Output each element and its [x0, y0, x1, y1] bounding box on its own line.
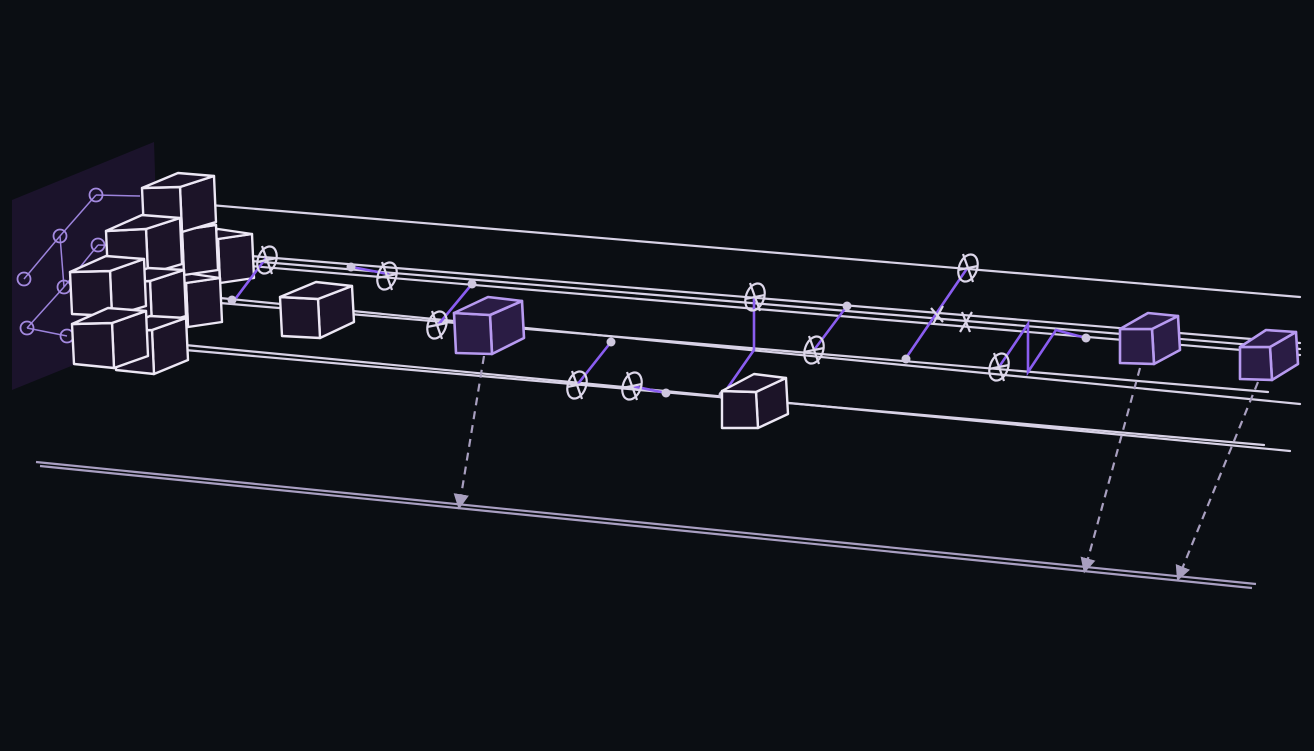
measure-arrow: [453, 355, 486, 510]
cube-gate-icon: [70, 306, 150, 370]
graph-node: [88, 187, 104, 203]
control-dot-icon: [467, 279, 477, 289]
control-dot-icon: [661, 388, 671, 398]
input-gate-stack: [68, 171, 256, 376]
control-dot-icon: [1081, 333, 1091, 343]
target-circle-icon: [256, 245, 278, 275]
qubit-wire-3: [218, 296, 1302, 406]
accent-cube-gate-icon: [1238, 328, 1300, 382]
cube-gate-icon: [68, 254, 148, 318]
classical-register: [35, 460, 1257, 590]
target-symbols: [256, 245, 1010, 401]
control-dot-icon: [227, 295, 237, 305]
cube-gate-icon: [278, 280, 356, 340]
swap-cross-icon: [930, 305, 973, 333]
target-circle-icon: [376, 261, 398, 291]
accent-cube-gate-icon: [1118, 311, 1182, 366]
control-dot-icon: [346, 262, 356, 272]
control-dot-icon: [901, 354, 911, 364]
target-circle-icon: [566, 370, 588, 400]
measurement-arrows: [453, 355, 1260, 582]
qubit-wire-3b: [218, 301, 1270, 394]
control-dot-icon: [842, 301, 852, 311]
measure-arrow: [1080, 367, 1142, 574]
target-circle-icon: [426, 310, 448, 340]
target-circle-icon: [988, 352, 1010, 382]
qubit-wire-1: [208, 203, 1302, 299]
accent-cube-gate-icon: [452, 295, 526, 356]
target-circle-icon: [803, 335, 825, 365]
graph-node: [52, 228, 68, 244]
control-dot-icon: [606, 337, 616, 347]
measure-arrow: [1175, 381, 1260, 582]
single-gates: [278, 280, 790, 430]
target-circle-icon: [957, 253, 979, 283]
cube-gate-icon: [720, 372, 790, 430]
graph-node: [90, 237, 106, 253]
graph-node: [19, 320, 35, 336]
target-circle-icon: [744, 282, 766, 312]
graph-node: [16, 271, 32, 287]
measurement-gates: [452, 295, 1300, 382]
target-circle-icon: [621, 371, 643, 401]
